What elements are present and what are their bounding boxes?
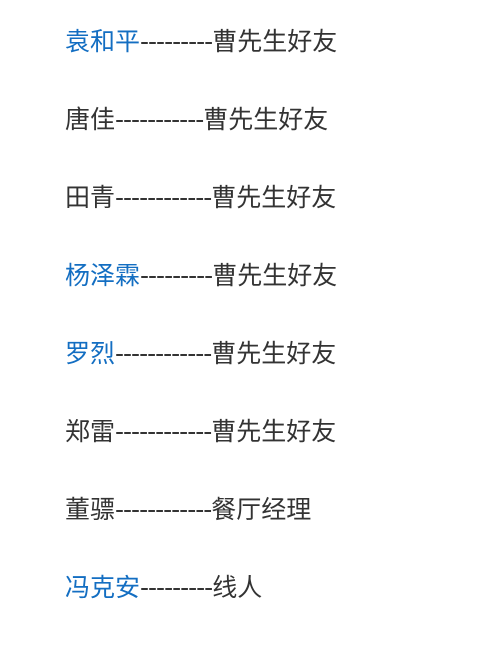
cast-role: 曹先生好友	[211, 417, 337, 446]
cast-name-link[interactable]: 罗烈	[65, 339, 116, 368]
cast-role: 曹先生好友	[211, 339, 337, 368]
cast-separator: ------------	[115, 417, 212, 446]
cast-role: 曹先生好友	[211, 183, 337, 212]
cast-separator: -----------	[115, 105, 204, 134]
cast-name: 郑雷	[65, 417, 116, 446]
cast-role: 餐厅经理	[211, 495, 312, 524]
cast-row: 田青------------曹先生好友	[65, 178, 337, 256]
cast-separator: ---------	[140, 27, 213, 56]
cast-separator: ------------	[115, 183, 212, 212]
cast-list: 袁和平---------曹先生好友 唐佳-----------曹先生好友 田青-…	[65, 22, 337, 646]
cast-name: 唐佳	[65, 105, 116, 134]
cast-name-link[interactable]: 冯克安	[65, 573, 141, 602]
cast-row: 杨泽霖---------曹先生好友	[65, 256, 337, 334]
cast-row: 董骠------------餐厅经理	[65, 490, 337, 568]
cast-separator: ------------	[115, 339, 212, 368]
cast-name: 田青	[65, 183, 116, 212]
cast-row: 罗烈------------曹先生好友	[65, 334, 337, 412]
cast-separator: ------------	[115, 495, 212, 524]
cast-name-link[interactable]: 袁和平	[65, 27, 141, 56]
cast-row: 冯克安---------线人	[65, 568, 337, 646]
cast-name: 董骠	[65, 495, 116, 524]
cast-role: 曹先生好友	[212, 27, 338, 56]
cast-row: 郑雷------------曹先生好友	[65, 412, 337, 490]
cast-separator: ---------	[140, 573, 213, 602]
cast-role: 线人	[212, 573, 263, 602]
cast-separator: ---------	[140, 261, 213, 290]
cast-role: 曹先生好友	[212, 261, 338, 290]
cast-row: 袁和平---------曹先生好友	[65, 22, 337, 100]
cast-row: 唐佳-----------曹先生好友	[65, 100, 337, 178]
cast-name-link[interactable]: 杨泽霖	[65, 261, 141, 290]
cast-role: 曹先生好友	[203, 105, 329, 134]
